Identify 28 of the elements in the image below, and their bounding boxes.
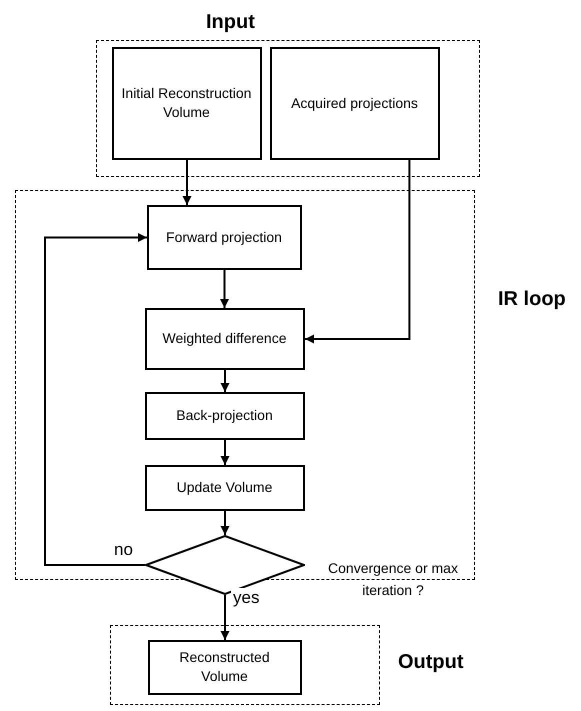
arrow [220, 440, 230, 465]
arrow [220, 370, 230, 392]
box-label: Acquired projections [290, 94, 419, 112]
box-label: Initial Reconstruction Volume [120, 84, 252, 122]
process-box [144, 464, 304, 510]
arrow [220, 595, 230, 640]
group-heading: Output [398, 651, 464, 674]
decision-caption: Convergence or max iteration ? [327, 559, 459, 600]
edge-label: yes [231, 588, 262, 607]
arrow [220, 270, 229, 308]
arrow [182, 160, 192, 205]
group-heading: Input [206, 11, 255, 34]
box-label: Back-projection [175, 406, 274, 425]
process-box [148, 640, 302, 694]
arrow [220, 511, 230, 535]
process-box [112, 46, 262, 160]
group-heading: IR loop [498, 288, 566, 311]
box-label: Forward projection [165, 228, 283, 246]
box-label: Update Volume [176, 478, 274, 497]
box-label: Reconstructed Volume [178, 648, 271, 686]
process-box [270, 46, 440, 160]
process-box [144, 392, 304, 440]
process-box [146, 204, 302, 270]
process-box [144, 308, 304, 370]
arrow [305, 160, 410, 344]
box-label: Weighted difference [161, 329, 288, 348]
arrow [44, 233, 147, 566]
decision-diamond [145, 535, 305, 595]
